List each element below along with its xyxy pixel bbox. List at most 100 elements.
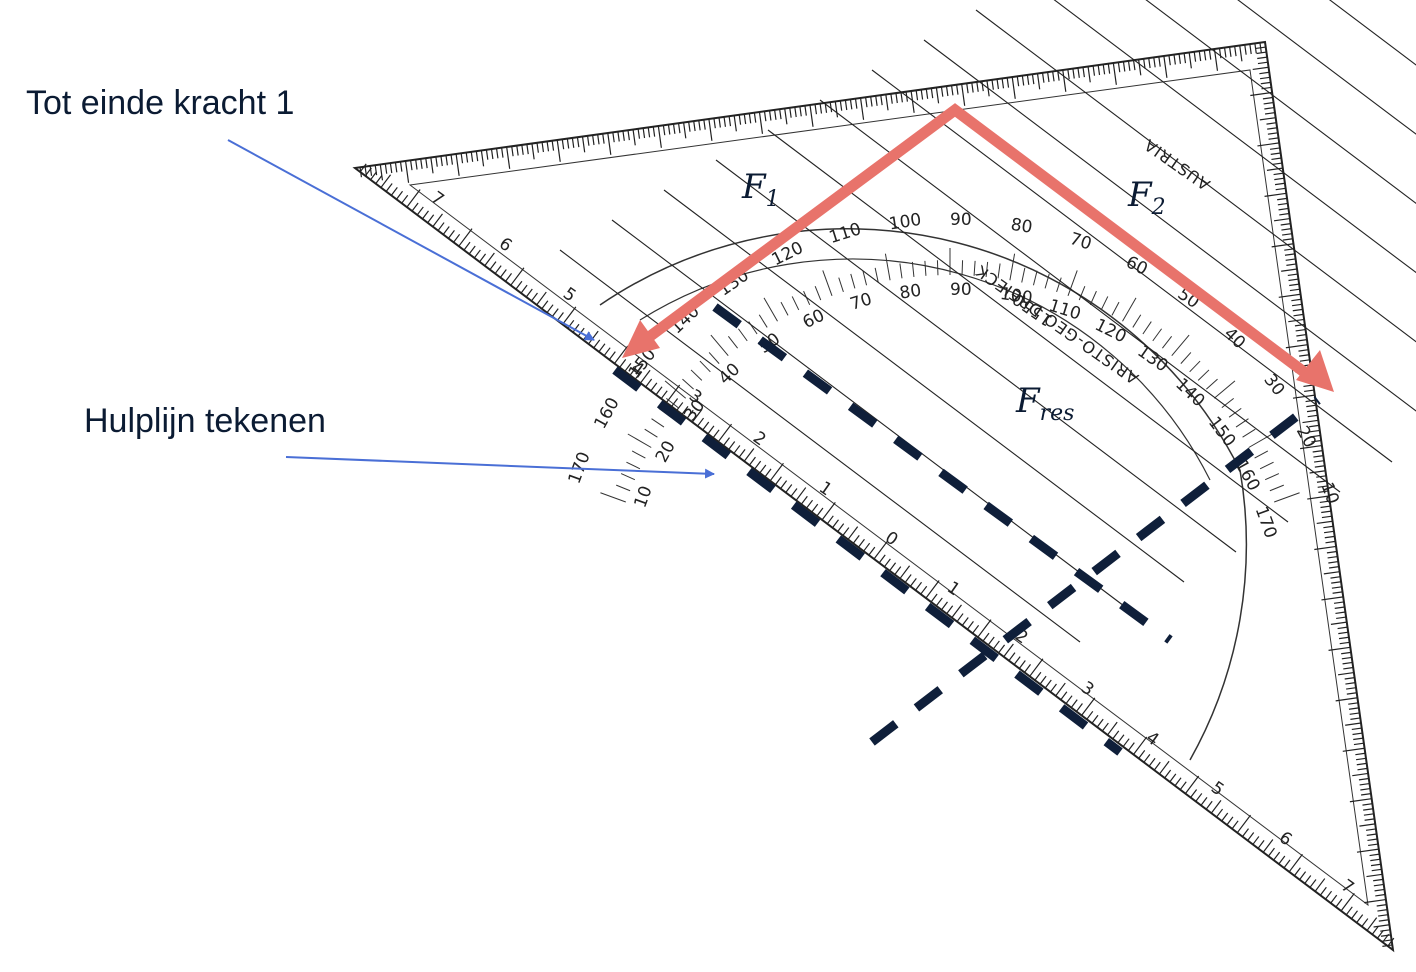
- tick: [1107, 721, 1118, 736]
- f1-arrowhead: [622, 320, 660, 358]
- tick: [460, 153, 464, 164]
- tick: [1266, 167, 1283, 171]
- arc-tick: [936, 260, 939, 276]
- tick: [1257, 839, 1265, 849]
- tick: [1382, 933, 1390, 943]
- tick: [1281, 268, 1298, 272]
- tick: [374, 165, 378, 176]
- arc-tick: [911, 261, 915, 277]
- tick: [800, 495, 808, 505]
- arc-tick: [1078, 286, 1086, 301]
- tick: [1304, 875, 1312, 884]
- tick: [490, 149, 494, 160]
- tick: [940, 86, 944, 97]
- tick: [1198, 51, 1202, 62]
- arc-tick: [1132, 314, 1142, 328]
- tick: [1259, 76, 1271, 80]
- tick: [1036, 73, 1041, 90]
- arc-tick: [1242, 428, 1256, 438]
- callout-arrow-helper-line: [285, 456, 715, 479]
- tick: [1319, 500, 1330, 504]
- hypotenuse-ticks: [359, 163, 1395, 947]
- tick: [629, 366, 637, 376]
- tick: [1278, 207, 1289, 211]
- tick: [1153, 761, 1161, 771]
- tick: [1376, 904, 1387, 907]
- tick: [885, 94, 889, 111]
- tick: [1272, 162, 1283, 166]
- tick: [1280, 223, 1291, 226]
- tick: [1335, 898, 1343, 908]
- tick: [1101, 722, 1109, 732]
- arc-tick: [1213, 380, 1236, 399]
- tick: [961, 83, 966, 106]
- tick: [1328, 560, 1339, 564]
- tick: [1041, 72, 1045, 83]
- tick: [442, 226, 450, 235]
- tick: [1281, 228, 1292, 231]
- tick: [1097, 65, 1101, 76]
- fres-label: Fres: [1015, 381, 1074, 426]
- tick: [1273, 172, 1284, 176]
- tick: [1324, 535, 1335, 539]
- tick: [804, 105, 807, 116]
- tick: [1349, 798, 1372, 803]
- tick: [1112, 62, 1117, 85]
- tick: [593, 339, 601, 349]
- force-arrow-f1-f2: [641, 103, 1316, 383]
- arc-tick: [1235, 418, 1249, 428]
- tick: [1169, 773, 1177, 783]
- tick: [723, 116, 727, 127]
- tick: [1369, 853, 1380, 857]
- tick: [1282, 233, 1293, 236]
- arc-tick: [1180, 352, 1192, 364]
- tick: [660, 390, 668, 400]
- callout-arrow-force-1: [227, 139, 595, 341]
- tick: [1267, 132, 1278, 135]
- tick: [624, 362, 632, 372]
- tick: [511, 146, 514, 157]
- tick: [1335, 611, 1346, 615]
- tick: [852, 535, 860, 544]
- arc-tick: [884, 253, 891, 281]
- tick: [642, 128, 646, 139]
- tick: [753, 112, 757, 123]
- tick: [1355, 752, 1366, 756]
- tick: [764, 468, 772, 478]
- tick: [1267, 847, 1275, 857]
- tick: [1314, 465, 1325, 468]
- tick: [1262, 839, 1274, 853]
- tick: [1273, 851, 1281, 861]
- tick: [821, 501, 836, 521]
- tick: [1371, 868, 1382, 872]
- tick: [1339, 641, 1350, 645]
- tick: [1298, 349, 1309, 352]
- tick: [889, 562, 897, 572]
- arc-tick: [973, 260, 976, 276]
- tick: [1296, 339, 1308, 342]
- tick: [485, 149, 489, 160]
- tick: [992, 640, 1000, 650]
- arc-tick: [1111, 301, 1120, 316]
- tick: [536, 142, 539, 153]
- tick: [1288, 278, 1299, 282]
- tick: [826, 515, 834, 525]
- tick: [619, 359, 627, 368]
- tick: [1231, 820, 1239, 830]
- tick: [394, 162, 398, 173]
- tick: [551, 140, 555, 151]
- tick: [1018, 660, 1026, 669]
- arc-tick: [737, 328, 748, 342]
- tick: [1060, 691, 1068, 701]
- tick: [561, 139, 565, 150]
- tick: [925, 580, 940, 599]
- tick: [780, 480, 788, 489]
- tick: [399, 161, 403, 172]
- tick: [458, 228, 473, 247]
- tick: [1250, 91, 1273, 97]
- arc-tick: [862, 270, 868, 286]
- tick: [1299, 354, 1310, 357]
- tick: [576, 137, 580, 148]
- tick: [1122, 61, 1126, 72]
- tick: [432, 213, 443, 228]
